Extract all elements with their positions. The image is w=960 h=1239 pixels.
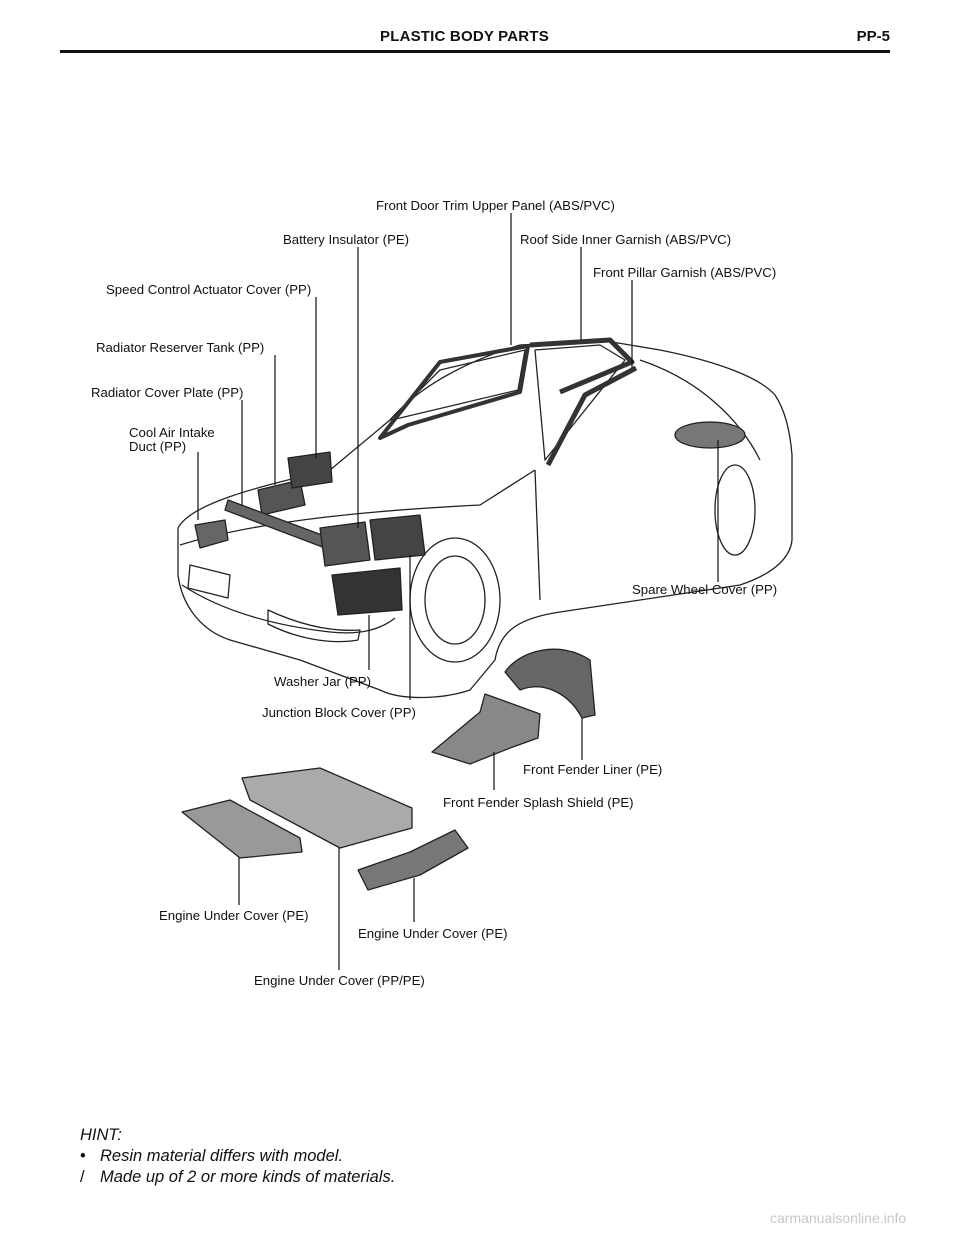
battery-insulator-shape: [319, 521, 371, 567]
label-roof-side-garnish: Roof Side Inner Garnish (ABS/PVC): [520, 232, 732, 247]
hint-block: HINT: • Resin material differs with mode…: [80, 1125, 395, 1188]
label-cool-air-intake-line1: Cool Air Intake: [129, 425, 215, 440]
hint-row-bullet: • Resin material differs with model.: [80, 1146, 395, 1167]
label-engine-under-cover-left: Engine Under Cover (PE): [159, 908, 309, 923]
rear-wheel: [714, 464, 756, 556]
splash-shield-shape: [431, 693, 541, 765]
label-radiator-reserve-tank: Radiator Reserver Tank (PP): [96, 340, 265, 355]
under-cover-right-shape: [357, 829, 469, 891]
page-header: PLASTIC BODY PARTS PP-5: [60, 28, 890, 54]
windshield: [389, 349, 526, 421]
page-title: PLASTIC BODY PARTS: [380, 28, 549, 45]
label-spare-wheel-cover: Spare Wheel Cover (PP): [632, 582, 778, 597]
slash-symbol: /: [80, 1168, 85, 1186]
label-cool-air-intake-line2: Duct (PP): [129, 439, 187, 454]
fender-liner-shape: [504, 648, 596, 719]
car-bumper: [181, 584, 396, 634]
air-intake-duct-shape: [194, 519, 229, 549]
door-trim-panel: [378, 344, 530, 440]
hint-slash-text: Made up of 2 or more kinds of materials.: [100, 1168, 396, 1186]
label-speed-control-cover: Speed Control Actuator Cover (PP): [106, 282, 312, 297]
label-washer-jar: Washer Jar (PP): [274, 674, 371, 689]
reserve-tank-shape: [257, 479, 306, 516]
washer-jar-shape: [331, 567, 403, 616]
label-radiator-cover-plate: Radiator Cover Plate (PP): [91, 385, 244, 400]
hint-row-slash: / Made up of 2 or more kinds of material…: [80, 1167, 395, 1188]
label-front-fender-splash-shield: Front Fender Splash Shield (PE): [443, 795, 634, 810]
pillar-garnish: [545, 365, 638, 467]
under-cover-center-shape: [241, 767, 413, 849]
header-rule: [60, 50, 890, 53]
label-front-fender-liner: Front Fender Liner (PE): [523, 762, 663, 777]
car-grille: [267, 609, 361, 643]
door-window: [534, 344, 626, 461]
hint-bullet-text: Resin material differs with model.: [100, 1147, 344, 1165]
label-front-pillar-garnish: Front Pillar Garnish (ABS/PVC): [593, 265, 777, 280]
label-engine-under-cover-right: Engine Under Cover (PE): [358, 926, 508, 941]
page-number: PP-5: [856, 28, 890, 45]
roof-garnish: [529, 337, 635, 395]
license-plate: [187, 564, 231, 599]
car-rear-quarter: [639, 359, 761, 461]
label-battery-insulator: Battery Insulator (PE): [283, 232, 410, 247]
junction-block-shape: [369, 514, 426, 561]
label-junction-block-cover: Junction Block Cover (PP): [262, 705, 416, 720]
under-cover-left-shape: [181, 799, 303, 859]
car-door-line: [534, 469, 541, 601]
actuator-cover-shape: [287, 451, 333, 489]
watermark: carmanualsonline.info: [770, 1210, 907, 1226]
label-engine-under-cover-center: Engine Under Cover (PP/PE): [254, 973, 425, 988]
label-front-door-trim: Front Door Trim Upper Panel (ABS/PVC): [376, 198, 615, 213]
bullet-symbol: •: [80, 1147, 86, 1165]
hint-heading: HINT:: [80, 1126, 122, 1144]
spare-wheel-cover-shape: [674, 421, 746, 449]
front-wheel-inner: [424, 555, 486, 645]
